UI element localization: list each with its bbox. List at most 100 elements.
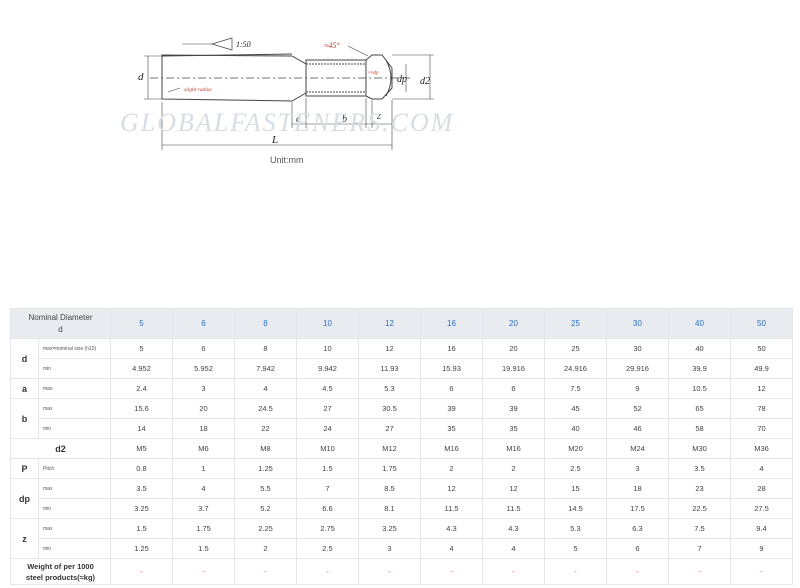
size-header: 12	[358, 308, 421, 339]
pin-technical-drawing: 1:50 ≈45° slight radius ≈≈dp d dp d2 a b…	[138, 37, 434, 150]
weight-cell: -	[296, 558, 359, 585]
unit-label: Unit:mm	[270, 155, 304, 165]
weight-cell: -	[172, 558, 235, 585]
weight-cell: -	[420, 558, 483, 585]
table-cell: 2.4	[110, 378, 173, 399]
table-cell: 3.25	[110, 498, 173, 519]
weight-cell: -	[730, 558, 793, 585]
sub-label: max	[38, 378, 111, 399]
table-cell: 49.9	[730, 358, 793, 379]
table-cell: 1.75	[172, 518, 235, 539]
table-cell: 40	[668, 338, 731, 359]
size-header: 6	[172, 308, 235, 339]
size-header: 8	[234, 308, 297, 339]
table-cell: 8	[234, 338, 297, 359]
table-cell: 46	[606, 418, 669, 439]
param-label: d2	[10, 438, 111, 459]
table-cell: 78	[730, 398, 793, 419]
table-cell: 8.5	[358, 478, 421, 499]
param-label: z	[10, 518, 39, 559]
table-cell: M12	[358, 438, 421, 459]
table-cell: M5	[110, 438, 173, 459]
table-cell: 20	[172, 398, 235, 419]
table-cell: 5.3	[358, 378, 421, 399]
table-cell: 27	[358, 418, 421, 439]
sub-label: Pitch	[38, 458, 111, 479]
table-cell: M8	[234, 438, 297, 459]
weight-label-line2: steel products(≈kg)	[25, 572, 96, 582]
table-cell: M20	[544, 438, 607, 459]
taper-label: 1:50	[236, 40, 251, 49]
table-cell: 5.3	[544, 518, 607, 539]
table-cell: 6	[606, 538, 669, 559]
size-header: 16	[420, 308, 483, 339]
table-cell: 23	[668, 478, 731, 499]
table-cell: 29.916	[606, 358, 669, 379]
table-cell: 11.5	[420, 498, 483, 519]
table-cell: 6	[482, 378, 545, 399]
table-cell: 1.25	[110, 538, 173, 559]
d2-label: d2	[420, 76, 430, 87]
table-cell: 1.5	[110, 518, 173, 539]
weight-cell: -	[358, 558, 421, 585]
table-cell: 28	[730, 478, 793, 499]
table-cell: 12	[730, 378, 793, 399]
table-cell: 30	[606, 338, 669, 359]
a-label: a	[296, 114, 301, 125]
param-label: b	[10, 398, 39, 439]
weight-cell: -	[110, 558, 173, 585]
table-cell: M36	[730, 438, 793, 459]
table-cell: 7	[296, 478, 359, 499]
table-cell: 5	[544, 538, 607, 559]
table-cell: 24.916	[544, 358, 607, 379]
table-cell: 3	[172, 378, 235, 399]
table-cell: 40	[544, 418, 607, 439]
table-cell: 9.4	[730, 518, 793, 539]
table-cell: 12	[482, 478, 545, 499]
table-cell: 5.952	[172, 358, 235, 379]
table-cell: 22	[234, 418, 297, 439]
d-label: d	[138, 71, 144, 83]
table-cell: 2.5	[544, 458, 607, 479]
table-cell: M16	[482, 438, 545, 459]
param-label: d	[10, 338, 39, 379]
radius-note: slight radius	[184, 87, 212, 93]
table-cell: 4	[482, 538, 545, 559]
size-header: 30	[606, 308, 669, 339]
table-cell: 0.8	[110, 458, 173, 479]
L-label: L	[271, 134, 278, 146]
table-cell: 2.5	[296, 538, 359, 559]
weight-cell: -	[668, 558, 731, 585]
table-cell: 39	[420, 398, 483, 419]
table-cell: 15	[544, 478, 607, 499]
table-cell: 10.5	[668, 378, 731, 399]
table-cell: 12	[358, 338, 421, 359]
table-cell: 7.5	[668, 518, 731, 539]
weight-cell: -	[234, 558, 297, 585]
table-cell: 11.93	[358, 358, 421, 379]
table-cell: 27.5	[730, 498, 793, 519]
table-cell: 24	[296, 418, 359, 439]
dp-note: ≈≈dp	[368, 71, 379, 76]
table-cell: 5.5	[234, 478, 297, 499]
weight-cell: -	[482, 558, 545, 585]
table-cell: 15.6	[110, 398, 173, 419]
weight-label-line1: Weight of per 1000	[27, 561, 94, 571]
table-cell: 9.942	[296, 358, 359, 379]
table-cell: 12	[420, 478, 483, 499]
sub-label: max	[38, 398, 111, 419]
angle-label: ≈45°	[324, 41, 340, 50]
table-cell: M30	[668, 438, 731, 459]
size-header: 20	[482, 308, 545, 339]
table-cell: 58	[668, 418, 731, 439]
sub-label: max	[38, 518, 111, 539]
